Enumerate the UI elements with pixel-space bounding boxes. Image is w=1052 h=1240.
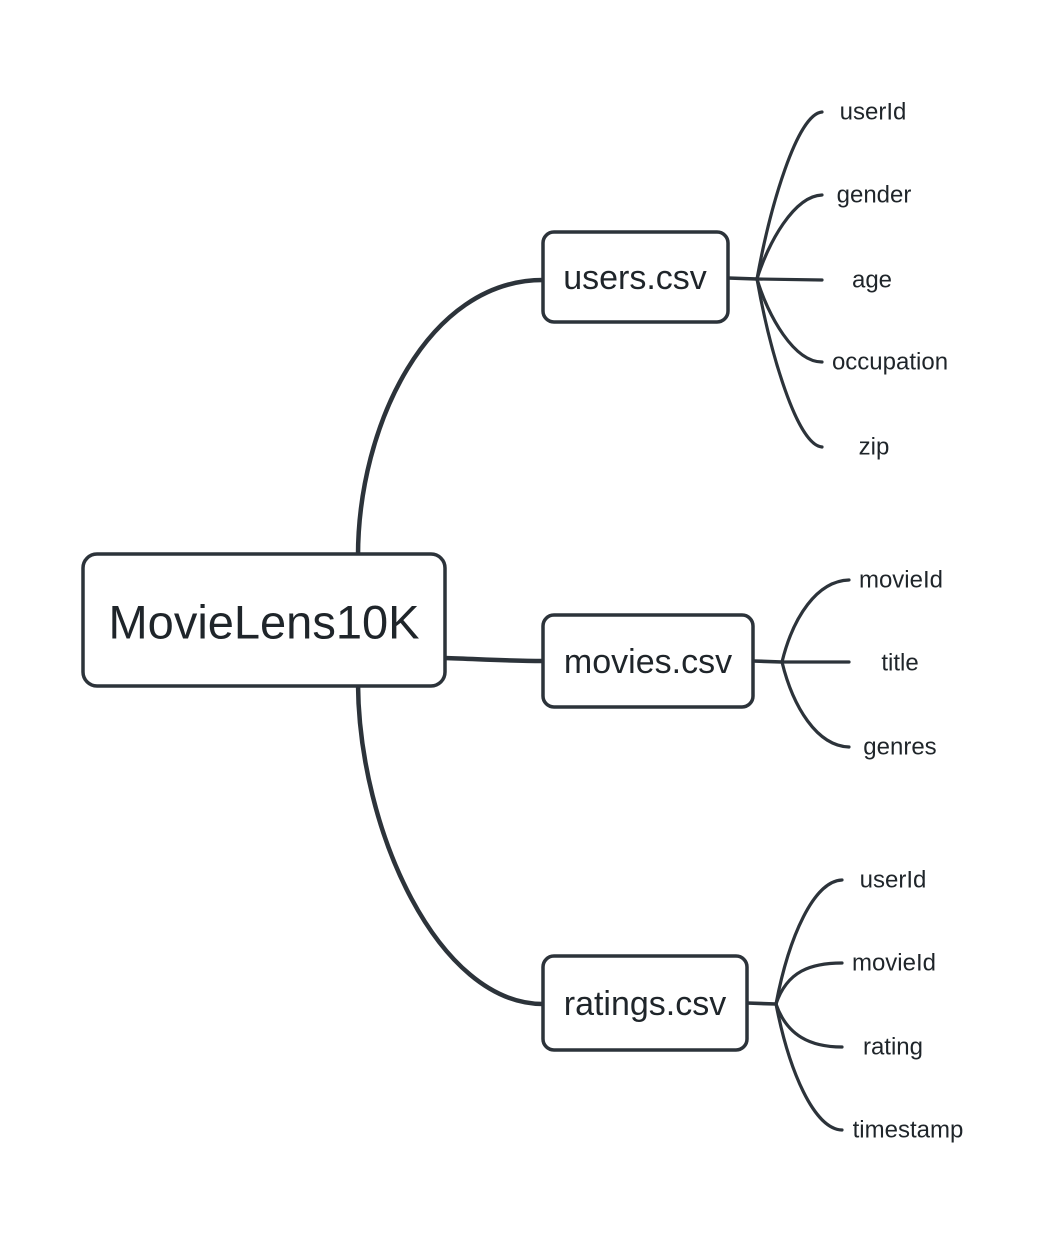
node-box-users-csv: [541, 230, 730, 324]
leaf-label-users-occupation: occupation: [832, 349, 948, 376]
edge-root-to-ratings-csv: [355, 681, 546, 1007]
leaf-label-ratings-userid: userId: [860, 867, 927, 894]
edge-ratings-csv-connector: [745, 1001, 778, 1006]
node-box-movies-csv: [541, 613, 755, 709]
leaf-label-movies-title: title: [881, 650, 918, 677]
leaf-label-ratings-timestamp: timestamp: [853, 1117, 964, 1144]
node-label-root: MovieLens10K: [109, 596, 420, 649]
edge-root-to-movies-csv: [442, 655, 546, 664]
leaf-label-users-gender: gender: [837, 182, 912, 209]
edge-root-to-users-csv: [355, 277, 546, 559]
leaf-label-users-age: age: [852, 267, 892, 294]
edge-users-csv-connector: [726, 276, 759, 281]
edge-ratings-movieid: [774, 961, 844, 1006]
edge-users-zip: [755, 277, 824, 449]
leaf-label-movies-genres: genres: [863, 734, 936, 761]
leaf-label-users-zip: zip: [859, 434, 890, 461]
leaf-label-movies-movieid: movieId: [859, 567, 943, 594]
leaf-label-users-userid: userId: [840, 99, 907, 126]
edge-ratings-timestamp: [774, 1002, 844, 1132]
edge-users-gender: [755, 193, 824, 281]
node-box-ratings-csv: [541, 954, 749, 1052]
edge-users-age: [755, 277, 824, 282]
edge-users-occupation: [755, 277, 824, 364]
edge-users-userid: [755, 110, 824, 281]
node-label-ratings-csv: ratings.csv: [564, 985, 727, 1023]
leaf-label-ratings-rating: rating: [863, 1034, 923, 1061]
edge-movies-movieid: [780, 578, 851, 664]
node-label-users-csv: users.csv: [563, 259, 707, 297]
edge-ratings-rating: [774, 1002, 844, 1049]
node-box-root: [81, 552, 447, 688]
edge-movies-csv-connector: [751, 659, 784, 664]
node-label-movies-csv: movies.csv: [564, 643, 732, 681]
edge-movies-genres: [780, 660, 851, 749]
leaf-label-ratings-movieid: movieId: [852, 950, 936, 977]
edge-ratings-userid: [774, 878, 844, 1006]
